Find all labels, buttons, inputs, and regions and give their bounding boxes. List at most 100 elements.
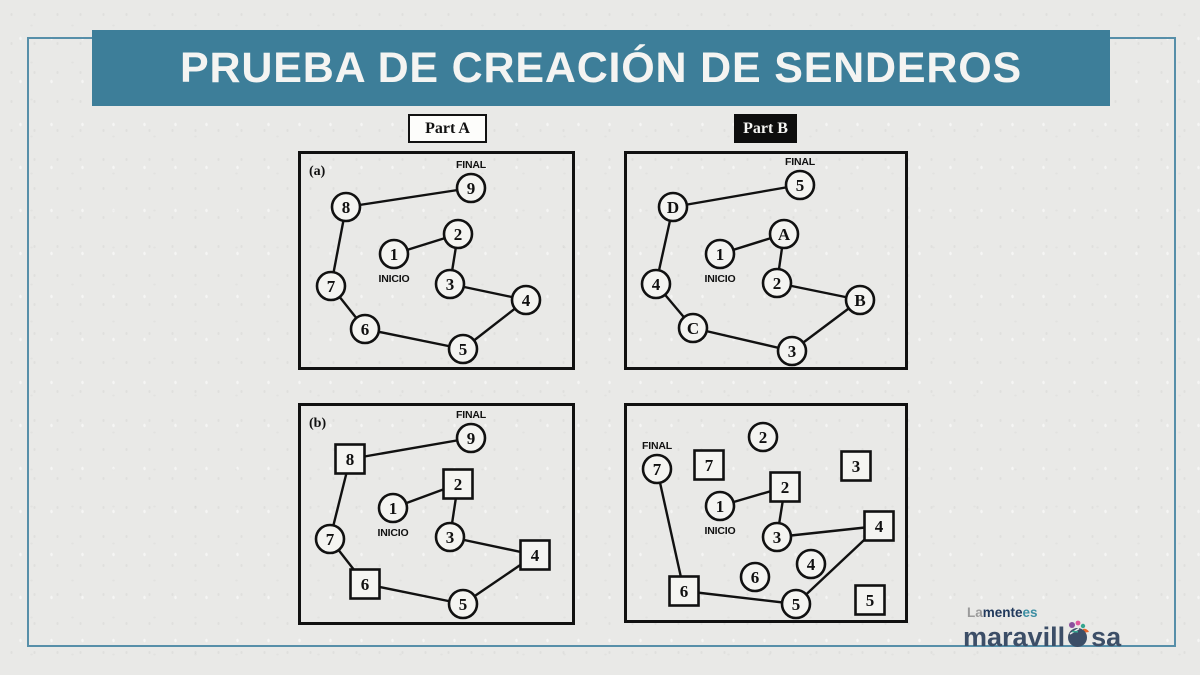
node-square-5: 5 bbox=[854, 584, 886, 616]
square-shape bbox=[334, 443, 366, 475]
brand-word-es: es bbox=[1022, 605, 1038, 620]
title-banner: PRUEBA DE CREACIÓN DE SENDEROS bbox=[92, 30, 1110, 106]
part-a-header: Part A bbox=[408, 114, 487, 143]
node-label: B bbox=[854, 291, 865, 310]
node-circle-3: 3 bbox=[761, 521, 793, 553]
circle-shape bbox=[434, 268, 466, 300]
node-label: A bbox=[778, 225, 791, 244]
node-label: 2 bbox=[454, 225, 463, 244]
circle-shape bbox=[641, 453, 673, 485]
node-square-3: 3 bbox=[840, 450, 872, 482]
node-label: 5 bbox=[792, 595, 801, 614]
node-circle-B: B bbox=[844, 284, 876, 316]
page-title: PRUEBA DE CREACIÓN DE SENDEROS bbox=[180, 43, 1022, 92]
node-label: 4 bbox=[652, 275, 661, 294]
part-b-header-label: Part B bbox=[743, 119, 788, 137]
node-label: 5 bbox=[866, 591, 875, 610]
node-label: 3 bbox=[788, 342, 797, 361]
node-label: 5 bbox=[459, 340, 468, 359]
node-label: 4 bbox=[522, 291, 531, 310]
node-label: 1 bbox=[389, 499, 398, 518]
circle-shape bbox=[844, 284, 876, 316]
brand-logo: Lamentees maravill sa bbox=[963, 606, 1123, 656]
circle-shape bbox=[677, 312, 709, 344]
node-circle-5: 5 bbox=[447, 333, 479, 365]
square-shape bbox=[519, 539, 551, 571]
brand-logo-line1: Lamentees bbox=[967, 606, 1123, 620]
circle-shape bbox=[795, 548, 827, 580]
node-circle-6: 6 bbox=[739, 561, 771, 593]
circle-shape bbox=[768, 218, 800, 250]
circle-shape bbox=[784, 169, 816, 201]
node-circle-4: 4 bbox=[510, 284, 542, 316]
node-square-6: 6 bbox=[668, 575, 700, 607]
circle-shape bbox=[780, 588, 812, 620]
node-label: 6 bbox=[361, 575, 370, 594]
brand-word-la: La bbox=[967, 605, 983, 620]
inicio-label: INICIO bbox=[379, 273, 410, 285]
edge-c5-c6 bbox=[364, 327, 464, 351]
decorative-frame bbox=[27, 37, 1176, 647]
circle-shape bbox=[314, 523, 346, 555]
circle-shape bbox=[747, 421, 779, 453]
part-a-header-label: Part A bbox=[425, 119, 470, 137]
panel-corner-label: (b) bbox=[309, 416, 326, 431]
node-label: 4 bbox=[875, 517, 884, 536]
node-label: 3 bbox=[446, 528, 455, 547]
circle-shape bbox=[377, 492, 409, 524]
circle-shape bbox=[657, 191, 689, 223]
square-shape bbox=[693, 449, 725, 481]
square-shape bbox=[863, 510, 895, 542]
node-label: 3 bbox=[446, 275, 455, 294]
node-circle-2: 2 bbox=[747, 421, 779, 453]
final-label: FINAL bbox=[785, 156, 816, 168]
circle-shape bbox=[761, 267, 793, 299]
inicio-label: INICIO bbox=[705, 525, 736, 537]
node-label: 1 bbox=[716, 497, 725, 516]
square-shape bbox=[769, 471, 801, 503]
circle-shape bbox=[349, 313, 381, 345]
node-label: C bbox=[687, 319, 699, 338]
circle-shape bbox=[434, 521, 466, 553]
node-square-6: 6 bbox=[349, 568, 381, 600]
node-label: D bbox=[667, 198, 679, 217]
node-label: 4 bbox=[807, 555, 816, 574]
square-shape bbox=[668, 575, 700, 607]
node-circle-3: 3 bbox=[434, 268, 466, 300]
brand-word-sa: sa bbox=[1091, 621, 1122, 652]
circle-shape bbox=[442, 218, 474, 250]
part-b-header: Part B bbox=[734, 114, 797, 143]
circle-shape bbox=[776, 335, 808, 367]
circle-shape bbox=[315, 270, 347, 302]
brand-logo-line2: maravill sa bbox=[963, 618, 1123, 651]
final-label: FINAL bbox=[456, 159, 487, 171]
circle-shape bbox=[640, 268, 672, 300]
node-circle-3: 3 bbox=[776, 335, 808, 367]
node-label: 6 bbox=[680, 582, 689, 601]
node-label: 7 bbox=[327, 277, 336, 296]
node-square-8: 8 bbox=[334, 443, 366, 475]
node-label: 2 bbox=[454, 475, 463, 494]
node-circle-C: C bbox=[677, 312, 709, 344]
node-circle-8: 8 bbox=[330, 191, 362, 223]
node-circle-5: 5 bbox=[447, 588, 479, 620]
node-label: 5 bbox=[459, 595, 468, 614]
node-square-2: 2 bbox=[442, 468, 474, 500]
node-circle-2: 2 bbox=[442, 218, 474, 250]
node-label: 7 bbox=[705, 456, 714, 475]
square-shape bbox=[840, 450, 872, 482]
edge-cD-c5 bbox=[672, 183, 801, 209]
edge-c3-cC bbox=[692, 326, 793, 353]
